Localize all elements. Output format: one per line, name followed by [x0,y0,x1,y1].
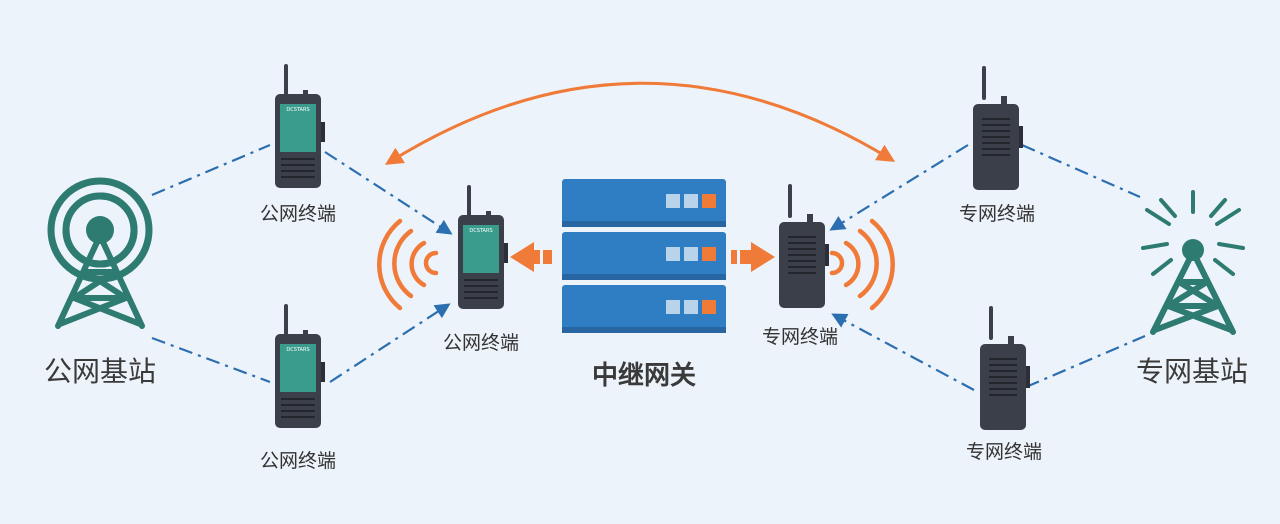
link-public-tower-bottom [151,336,271,384]
private-tower-icon [1141,190,1245,335]
link-private-top-center [829,144,969,231]
signal-waves-icon [377,218,439,311]
links [151,143,1146,391]
link-public-top-center [324,151,453,235]
gateway-label: 中继网关 [591,361,697,391]
private-terminal-center-label: 专网终端 [761,326,839,348]
link-public-tower-top [151,143,271,197]
arrow-icon [731,242,775,272]
signal-waves-icon [829,218,895,311]
walkie-talkie-icon [973,66,1023,190]
link-public-bottom-center [329,303,451,383]
link-private-tower-bottom [1025,334,1146,389]
server-icon [562,179,726,333]
link-private-tower-top [1021,143,1141,199]
interconnect-arc-arrow [384,81,896,165]
public-terminal-bottom-label: 公网终端 [259,450,337,472]
smartphone-radio-icon [458,185,508,309]
walkie-talkie-icon [980,306,1030,430]
smartphone-radio-icon [275,64,325,188]
public-terminal-top-label: 公网终端 [259,203,337,225]
private-terminal-top-label: 专网终端 [958,203,1036,225]
arrow-icon [510,242,552,272]
public-base-station-label: 公网基站 [43,355,157,388]
private-terminal-bottom-label: 专网终端 [965,441,1043,463]
private-base-station-label: 专网基站 [1135,355,1249,388]
public-terminal-center-label: 公网终端 [442,332,520,354]
walkie-talkie-icon [779,184,829,308]
smartphone-radio-icon [275,304,325,428]
link-private-bottom-center [831,313,975,391]
public-tower-icon [47,177,153,329]
